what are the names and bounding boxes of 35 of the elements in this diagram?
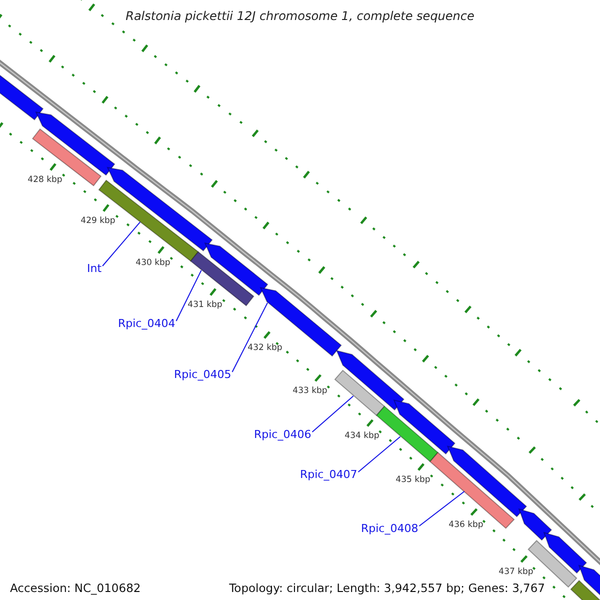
gene-block <box>446 446 528 518</box>
gene-block <box>543 532 588 574</box>
scale-label: 433 kbp <box>292 387 328 397</box>
leader-line <box>418 490 465 526</box>
gene-label: Rpic_0404 <box>118 318 176 330</box>
gene-label: Rpic_0408 <box>361 523 418 536</box>
gene-block <box>429 452 515 529</box>
scale-label: 437 kbp <box>498 568 534 578</box>
gene-label: Int <box>87 263 102 276</box>
leader-line <box>232 302 268 372</box>
title: Ralstonia pickettii 12J chromosome 1, complete sequence <box>124 10 476 24</box>
gene-block <box>336 350 404 411</box>
gene-block <box>35 112 116 176</box>
gene-block <box>393 400 456 455</box>
gene-label: Rpic_0405 <box>174 369 232 382</box>
leader-line <box>102 222 141 266</box>
leader-line <box>358 436 401 472</box>
scale-label: 428 kbp <box>28 176 62 186</box>
scale-label: 432 kbp <box>248 344 282 354</box>
leader-line <box>312 396 354 432</box>
scale-label: 436 kbp <box>448 521 484 531</box>
gene-block <box>518 508 552 541</box>
gene-label: Rpic_0406 <box>254 429 312 442</box>
gene-block <box>204 242 268 296</box>
map-info-text: Accession: NC_010682 <box>10 582 141 595</box>
scale-label: 430 kbp <box>136 259 170 269</box>
gene-label: Rpic_0407 <box>300 469 358 482</box>
scale-label: 434 kbp <box>344 432 380 442</box>
map-info-text: Topology: circular; Length: 3,942,557 bp; Genes: 3,767 <box>229 582 545 595</box>
scale-label: 429 kbp <box>80 217 116 227</box>
gene-block <box>570 580 600 600</box>
gene-block <box>334 370 386 416</box>
leader-line <box>176 270 202 322</box>
scale-label: 435 kbp <box>396 476 430 486</box>
scale-label: 431 kbp <box>188 301 222 311</box>
